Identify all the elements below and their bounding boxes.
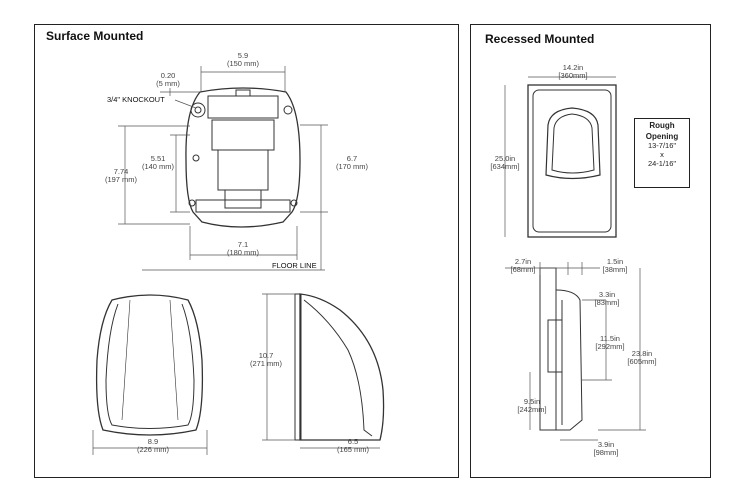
dim-top-width: 5.9(150 mm) [226, 51, 260, 68]
dim-right-height: 6.7(170 mm) [335, 154, 369, 171]
dim-d5: 23.8in[605mm] [627, 349, 657, 366]
dim-side-depth: 6.5(165 mm) [336, 437, 370, 454]
recessed-side-view [505, 262, 646, 441]
dim-bottom-width: 7.1(180 mm) [226, 240, 260, 257]
dim-d7: 3.9in[98mm] [593, 440, 619, 457]
recessed-mounted-title: Recessed Mounted [485, 32, 595, 46]
dim-recess-width: 14.2in[360mm] [558, 63, 588, 80]
dim-offset: 0.20(5 mm) [156, 71, 180, 88]
side-view-dryer [262, 293, 385, 449]
dim-inner-height: 5.51(140 mm) [141, 154, 175, 171]
surface-mounted-title: Surface Mounted [46, 29, 144, 43]
recessed-mounted-panel [470, 24, 711, 478]
rear-view-backplate [185, 87, 301, 228]
dim-recess-height: 25.0in[634mm] [490, 154, 520, 171]
dim-front-width: 8.9(226 mm) [136, 437, 170, 454]
recessed-front-view [504, 76, 617, 238]
surface-mounted-panel [34, 24, 459, 478]
dim-d1: 2.7in[68mm] [510, 257, 536, 274]
dim-side-height: 10.7(271 mm) [249, 351, 283, 368]
dim-outer-height: 7.74(197 mm) [104, 167, 138, 184]
knockout-label: 3/4" KNOCKOUT [107, 95, 165, 104]
rough-opening-box: Rough Opening 13-7/16" x 24-1/16" [634, 118, 690, 188]
front-view-dryer [92, 294, 208, 455]
dim-d3: 3.3in[83mm] [594, 290, 620, 307]
dim-d6: 9.5in[242mm] [517, 397, 547, 414]
dim-d4: 11.5in[292mm] [595, 334, 625, 351]
dim-d2: 1.5in[38mm] [602, 257, 628, 274]
floor-line-label: FLOOR LINE [272, 261, 317, 270]
